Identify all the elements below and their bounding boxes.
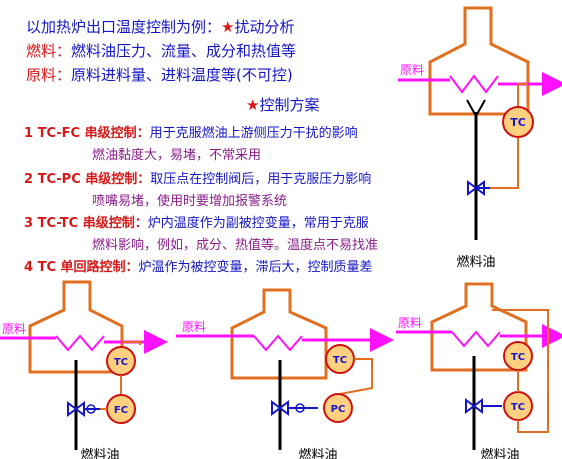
diagram-tc-pc: 原料 TC PC 燃料油: [176, 288, 394, 459]
item-2-line-1: 2 TC-PC 串级控制：取压点在控制阀后，用于克服压力影响: [24, 168, 371, 187]
pc-controller: [323, 393, 353, 423]
heating-coil: [55, 334, 105, 352]
fuel-line: 燃料：燃料油压力、流量、成分和热值等: [26, 40, 296, 61]
control-valve-icon: [271, 400, 289, 416]
tc-label: TC: [114, 357, 128, 368]
control-valve-icon: [67, 401, 85, 417]
item-1-desc: 用于克服燃油上游侧压力干扰的影响: [149, 126, 358, 141]
diagram-tc-fc: 原料 TC FC 燃料油: [0, 280, 168, 459]
control-valve-icon: [465, 398, 483, 414]
temp-signal-line: [517, 83, 528, 106]
fuel-oil-label: 燃料油: [456, 254, 495, 270]
diagram-tc-tc: 原料 TC TC 燃料油: [396, 282, 562, 459]
flow-sensor-icon: [86, 404, 96, 414]
item-3-line-1: 3 TC-TC 串级控制：炉内温度作为副被控变量，常用于克服: [24, 212, 369, 231]
tc-label: TC: [333, 355, 347, 366]
fuel-oil-label: 燃料油: [298, 447, 337, 459]
item-1-head: 1 TC-FC 串级控制：: [24, 126, 150, 141]
item-1-line-1: 1 TC-FC 串级控制：用于克服燃油上游侧压力干扰的影响: [24, 122, 358, 141]
star-icon: ★: [246, 96, 260, 114]
furnace-outline: [230, 288, 328, 380]
item-2-head: 2 TC-PC 串级控制：: [24, 172, 151, 187]
signal-line: [339, 358, 373, 395]
plan-line: ★控制方案: [246, 94, 319, 115]
tc-label: TC: [511, 402, 525, 413]
item-3-line-2: 燃料影响，例如，成分、热值等。温度点不易找准: [92, 238, 379, 253]
diagram-tc-single-loop: 原料 TC 燃料油: [398, 6, 562, 270]
raw-material-label: 原料: [182, 320, 206, 334]
raw-material-label: 原料: [2, 322, 26, 336]
item-3-head: 3 TC-TC 串级控制：: [24, 216, 148, 231]
plan-text: 控制方案: [259, 96, 320, 114]
raw-material-label: 原料: [400, 63, 424, 77]
raw-material-label: 原料: [398, 316, 422, 330]
fc-label: FC: [114, 405, 128, 416]
raw-label: 原料：: [26, 66, 72, 84]
heating-coil: [253, 334, 303, 352]
item-3-desc: 炉内温度作为副被控变量，常用于克服: [147, 216, 369, 231]
control-signal-line: [490, 138, 519, 189]
heating-coil: [449, 74, 499, 94]
fuel-oil-label: 燃料油: [480, 447, 519, 459]
tc-label: TC: [510, 116, 526, 129]
furnace-outline: [430, 282, 528, 372]
title-action: 扰动分析: [234, 18, 295, 36]
fuel-oil-label: 燃料油: [80, 447, 119, 459]
item-4-desc: 炉温作为被控变量，滞后大，控制质量差: [138, 260, 373, 275]
tc-controller: [502, 106, 534, 138]
tc-label: TC: [511, 352, 525, 363]
title-line: 以加热炉出口温度控制为例：★扰动分析: [26, 16, 294, 37]
item-4-line-1: 4 TC 单回路控制：炉温作为被控变量，滞后大，控制质量差: [24, 256, 373, 275]
furnace-temp-signal: [492, 309, 549, 433]
star-icon: ★: [221, 18, 235, 36]
raw-text: 原料进料量、进料温度等(不可控): [71, 66, 293, 84]
raw-line: 原料：原料进料量、进料温度等(不可控): [26, 64, 293, 85]
item-1-line-2: 燃油黏度大，易堵，不常采用: [92, 148, 262, 163]
item-2-line-2: 喷嘴易堵，使用时要增加报警系统: [92, 194, 288, 209]
pressure-sensor-icon: [295, 403, 305, 413]
burner: [466, 99, 486, 119]
fuel-text: 燃料油压力、流量、成分和热值等: [71, 42, 297, 60]
furnace-outline: [428, 6, 530, 116]
item-4-head: 4 TC 单回路控制：: [24, 260, 139, 275]
pc-label: PC: [331, 404, 346, 415]
fuel-label: 燃料：: [26, 42, 72, 60]
item-2-desc: 取压点在控制阀后，用于克服压力影响: [150, 172, 372, 187]
title-text: 以加热炉出口温度控制为例：: [26, 18, 222, 36]
heating-coil: [451, 330, 501, 348]
